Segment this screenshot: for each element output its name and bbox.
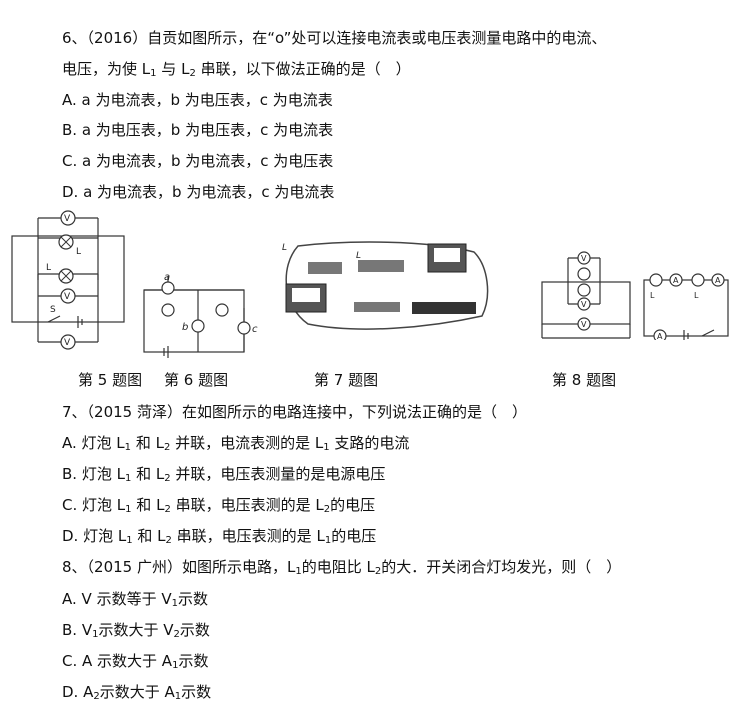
q6-option-c: C. a 为电流表，b 为电流表，c 为电压表 bbox=[62, 152, 334, 170]
ammeter-a1-icon bbox=[669, 273, 683, 287]
svg-text:V: V bbox=[581, 254, 587, 263]
q8-option-c: C. A 示数大于 A1示数 bbox=[62, 652, 209, 671]
voltmeter-v1-icon bbox=[60, 210, 76, 226]
q8-stem: 8、（2015 广州）如图所示电路，L1的电阻比 L2的大．开关闭合灯均发光，则… bbox=[62, 558, 622, 577]
svg-text:A: A bbox=[715, 276, 721, 285]
svg-text:A: A bbox=[657, 332, 663, 340]
meter-a-icon bbox=[161, 281, 175, 295]
q6-option-d: D. a 为电流表，b 为电流表，c 为电流表 bbox=[62, 183, 335, 201]
lamp-l1-icon bbox=[161, 303, 175, 317]
switch-icon bbox=[47, 315, 61, 323]
voltmeter-v2-icon bbox=[60, 288, 76, 304]
svg-text:V: V bbox=[64, 214, 71, 224]
svg-text:V: V bbox=[581, 320, 587, 329]
battery-icon bbox=[412, 302, 476, 314]
lamp-l2-icon bbox=[215, 303, 229, 317]
lamp-l2-icon bbox=[577, 283, 591, 297]
figure-6-circuit: a b c bbox=[143, 272, 258, 358]
q6-stem-line2: 电压，为使 L1 与 L2 串联，以下做法正确的是（ ） bbox=[62, 60, 411, 79]
voltmeter-v2-icon bbox=[577, 297, 591, 311]
svg-text:L: L bbox=[650, 291, 655, 300]
meter-c-icon bbox=[237, 321, 251, 335]
q7-option-a: A. 灯泡 L1 和 L2 并联，电流表测的是 L1 支路的电流 bbox=[62, 434, 410, 453]
lamp-l2-icon bbox=[691, 273, 705, 287]
q7-option-c: C. 灯泡 L1 和 L2 串联，电压表测的是 L2的电压 bbox=[62, 496, 376, 515]
svg-text:b: b bbox=[182, 322, 188, 333]
switch-icon bbox=[354, 302, 400, 312]
lamp-l1-icon bbox=[649, 273, 663, 287]
caption-figure-8: 第 8 题图 bbox=[552, 371, 617, 389]
svg-text:L: L bbox=[694, 291, 699, 300]
voltmeter-v-icon bbox=[60, 334, 76, 350]
ammeter-a2-icon bbox=[711, 273, 725, 287]
svg-text:V: V bbox=[64, 292, 71, 302]
q8-option-d: D. A2示数大于 A1示数 bbox=[62, 683, 212, 702]
svg-text:L: L bbox=[46, 263, 51, 273]
figure-5-circuit: V L L V S V bbox=[11, 210, 125, 350]
q7-option-d: D. 灯泡 L1 和 L2 串联，电压表测的是 L1的电压 bbox=[62, 527, 377, 546]
svg-text:L: L bbox=[282, 243, 287, 253]
svg-text:V: V bbox=[64, 338, 71, 348]
q6-stem-line1: 6、（2016）自贡如图所示，在“o”处可以连接电流表或电压表测量电路中的电流、 bbox=[62, 29, 607, 47]
lamp-l1-icon bbox=[358, 260, 404, 272]
caption-figure-7: 第 7 题图 bbox=[314, 371, 379, 389]
ammeter-a-icon bbox=[653, 329, 667, 340]
q7-option-b: B. 灯泡 L1 和 L2 并联，电压表测量的是电源电压 bbox=[62, 465, 386, 484]
svg-text:S: S bbox=[50, 305, 56, 315]
svg-text:L: L bbox=[356, 251, 361, 261]
caption-figure-6: 第 6 题图 bbox=[164, 371, 229, 389]
figure-7-apparatus: L L bbox=[282, 241, 489, 330]
q6-option-a: A. a 为电流表，b 为电压表，c 为电流表 bbox=[62, 91, 333, 109]
lamp-l1-icon bbox=[577, 267, 591, 281]
q6-option-b: B. a 为电压表，b 为电压表，c 为电流表 bbox=[62, 121, 334, 139]
voltmeter-v1-icon bbox=[577, 251, 591, 265]
figure-8-circuit-left: V V V bbox=[541, 251, 631, 339]
meter-b-icon bbox=[191, 319, 205, 333]
q8-option-a: A. V 示数等于 V1示数 bbox=[62, 590, 208, 609]
svg-text:a: a bbox=[164, 272, 170, 283]
voltmeter-v-icon bbox=[577, 317, 591, 331]
switch-icon bbox=[701, 329, 715, 337]
caption-figure-5: 第 5 题图 bbox=[78, 371, 143, 389]
svg-text:V: V bbox=[581, 300, 587, 309]
q7-stem: 7、（2015 菏泽）在如图所示的电路连接中，下列说法正确的是（ ） bbox=[62, 403, 527, 421]
svg-text:A: A bbox=[673, 276, 679, 285]
figure-8-circuit-right: A A A L L bbox=[643, 273, 729, 340]
svg-text:c: c bbox=[252, 324, 258, 335]
lamp-l2-icon bbox=[308, 262, 342, 274]
svg-text:L: L bbox=[76, 247, 81, 257]
q8-option-b: B. V1示数大于 V2示数 bbox=[62, 621, 210, 640]
